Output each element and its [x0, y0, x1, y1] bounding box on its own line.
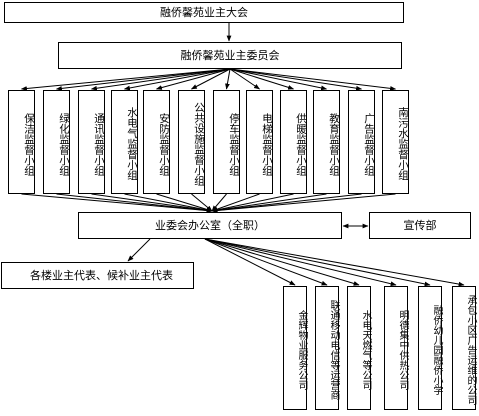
supervision-group-label: 绿化监督小组 — [58, 112, 70, 176]
office-to-partner-arrow — [204, 238, 397, 287]
supervision-group-label: 水电气监督小组 — [126, 107, 138, 181]
partner-company-box: 金辉物业服务公司 — [283, 286, 307, 410]
partner-company-label: 联通移动电信等运营商 — [328, 300, 339, 400]
supervision-group-box: 电梯监督小组 — [246, 90, 273, 194]
partner-company-label: 水电天燃气等公司 — [360, 310, 371, 390]
supervision-group-box: 停车监督小组 — [213, 90, 240, 194]
office-to-partner-arrow — [204, 238, 465, 287]
supervision-group-box: 绿化监督小组 — [43, 90, 70, 194]
office-to-representatives-arrow — [127, 238, 151, 262]
supervision-group-box: 南污水监督小组 — [382, 90, 409, 194]
partner-company-label: 明德集中供热公司 — [397, 310, 408, 390]
supervision-group-label: 安防监督小组 — [158, 112, 170, 176]
group-to-office-arrow — [211, 193, 396, 213]
office-to-partner-arrow — [204, 238, 328, 286]
publicity-department-box: 宣传部 — [369, 212, 471, 239]
group-to-office-arrow — [211, 193, 260, 212]
group-to-office-arrow — [156, 193, 213, 212]
committee-to-group-arrow — [190, 68, 231, 90]
committee-to-group-arrow — [229, 68, 260, 90]
committee-office-label: 业委会办公室（全职） — [155, 219, 265, 232]
group-to-office-arrow — [211, 193, 362, 213]
owners-committee-label: 融侨馨苑业主委员会 — [180, 49, 280, 62]
office-to-partner-arrow — [204, 238, 296, 286]
partner-company-label: 承包小区广告运维的公司 — [465, 295, 476, 405]
partner-company-box: 融侨幼儿园融侨小学 — [418, 286, 442, 410]
supervision-group-box: 公共设施监督小组 — [178, 90, 205, 194]
partner-company-label: 金辉物业服务公司 — [296, 310, 307, 390]
supervision-group-label: 通讯监督小组 — [93, 112, 105, 176]
supervision-group-label: 电梯监督小组 — [261, 112, 273, 176]
committee-to-group-arrow — [55, 68, 231, 91]
supervision-group-box: 保洁监督小组 — [8, 90, 35, 194]
office-to-partner-arrow — [204, 238, 360, 286]
supervision-group-label: 南污水监督小组 — [397, 107, 409, 181]
supervision-group-label: 停车监督小组 — [228, 112, 240, 176]
supervision-group-box: 通讯监督小组 — [78, 90, 105, 194]
partner-company-box: 联通移动电信等运营商 — [315, 286, 339, 410]
supervision-group-label: 广告监督小组 — [363, 112, 375, 176]
supervision-group-box: 广告监督小组 — [348, 90, 375, 194]
committee-to-group-arrow — [229, 68, 295, 90]
committee-office-box: 业委会办公室（全职） — [78, 212, 342, 239]
partner-company-box: 明德集中供热公司 — [384, 286, 408, 410]
publicity-department-label: 宣传部 — [403, 219, 437, 232]
owners-committee-box: 融侨馨苑业主委员会 — [58, 42, 402, 69]
group-to-office-arrow — [211, 193, 294, 213]
group-to-office-arrow — [91, 193, 213, 213]
group-to-office-arrow — [21, 193, 213, 213]
supervision-group-label: 公共设施监督小组 — [193, 102, 205, 186]
committee-to-group-arrow — [225, 68, 231, 90]
owner-representatives-label: 各楼业主代表、候补业主代表 — [30, 269, 173, 282]
supervision-group-box: 供暖监督小组 — [280, 90, 307, 194]
committee-to-group-arrow — [123, 68, 231, 91]
group-to-office-arrow — [56, 193, 213, 213]
partner-company-label: 融侨幼儿园融侨小学 — [431, 305, 442, 395]
committee-to-group-arrow — [229, 68, 363, 91]
supervision-group-label: 教育监督小组 — [328, 112, 340, 176]
supervision-group-label: 供暖监督小组 — [295, 112, 307, 176]
group-to-office-arrow — [191, 193, 213, 212]
owners-assembly-label: 融侨馨苑业主大会 — [160, 6, 248, 19]
group-to-office-arrow — [124, 193, 213, 213]
supervision-group-box: 水电气监督小组 — [111, 90, 138, 194]
group-to-office-arrow — [211, 193, 327, 213]
supervision-group-box: 教育监督小组 — [313, 90, 340, 194]
committee-to-group-arrow — [20, 68, 231, 91]
partner-company-box: 承包小区广告运维的公司 — [452, 286, 476, 410]
owners-assembly-box: 融侨馨苑业主大会 — [4, 2, 404, 23]
supervision-group-label: 保洁监督小组 — [23, 112, 35, 176]
supervision-group-box: 安防监督小组 — [143, 90, 170, 194]
partner-company-box: 水电天燃气等公司 — [347, 286, 371, 410]
committee-to-group-arrow — [90, 68, 231, 91]
committee-to-group-arrow — [229, 68, 328, 91]
committee-to-group-arrow — [229, 68, 397, 91]
committee-to-group-arrow — [155, 68, 231, 90]
owner-representatives-box: 各楼业主代表、候补业主代表 — [1, 262, 194, 289]
office-to-partner-arrow — [204, 238, 431, 287]
